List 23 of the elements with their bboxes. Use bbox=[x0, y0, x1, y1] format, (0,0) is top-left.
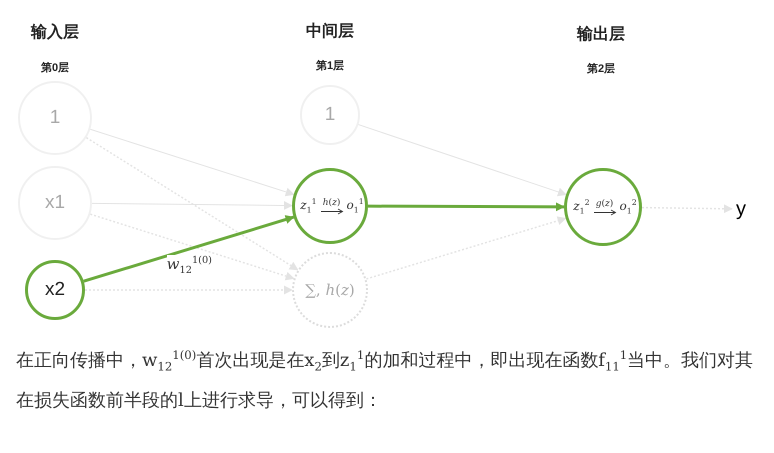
layer-heading: 输出层 bbox=[577, 24, 625, 45]
paragraph: 在正向传播中，w$_{12}$$^{1(0)}$首次出现是在x$_{2}$到z$_{1}$$^{1}$的加和过程中，即出现在函数f$_{11}$$^{1}$当中。我们对其在损失函数前半段的l上进行求导，可以得到： bbox=[16, 347, 754, 413]
output-label: y bbox=[732, 196, 750, 222]
arrow bbox=[366, 216, 567, 280]
arrow bbox=[368, 202, 565, 212]
arrow bbox=[86, 136, 299, 270]
node-label: x2 bbox=[44, 279, 66, 301]
formula: h(z) bbox=[322, 198, 340, 208]
node-label: 1 bbox=[50, 107, 60, 129]
layer-subheading: 第2层 bbox=[586, 62, 616, 76]
formula: g(z) bbox=[596, 198, 614, 208]
node-label: x1 bbox=[44, 192, 66, 214]
layer-subheading: 第0层 bbox=[40, 60, 70, 75]
layer-subheading: 第1层 bbox=[316, 58, 344, 73]
layer-heading: 输入层 bbox=[31, 22, 79, 43]
node-label: 1 bbox=[324, 104, 336, 126]
arrow bbox=[85, 286, 293, 294]
arrow bbox=[92, 201, 293, 210]
layer-heading: 中间层 bbox=[306, 22, 354, 42]
arrow bbox=[358, 124, 567, 196]
arrow bbox=[642, 204, 733, 214]
formula: ∑, h(z) bbox=[305, 281, 355, 299]
arrow bbox=[90, 128, 295, 196]
